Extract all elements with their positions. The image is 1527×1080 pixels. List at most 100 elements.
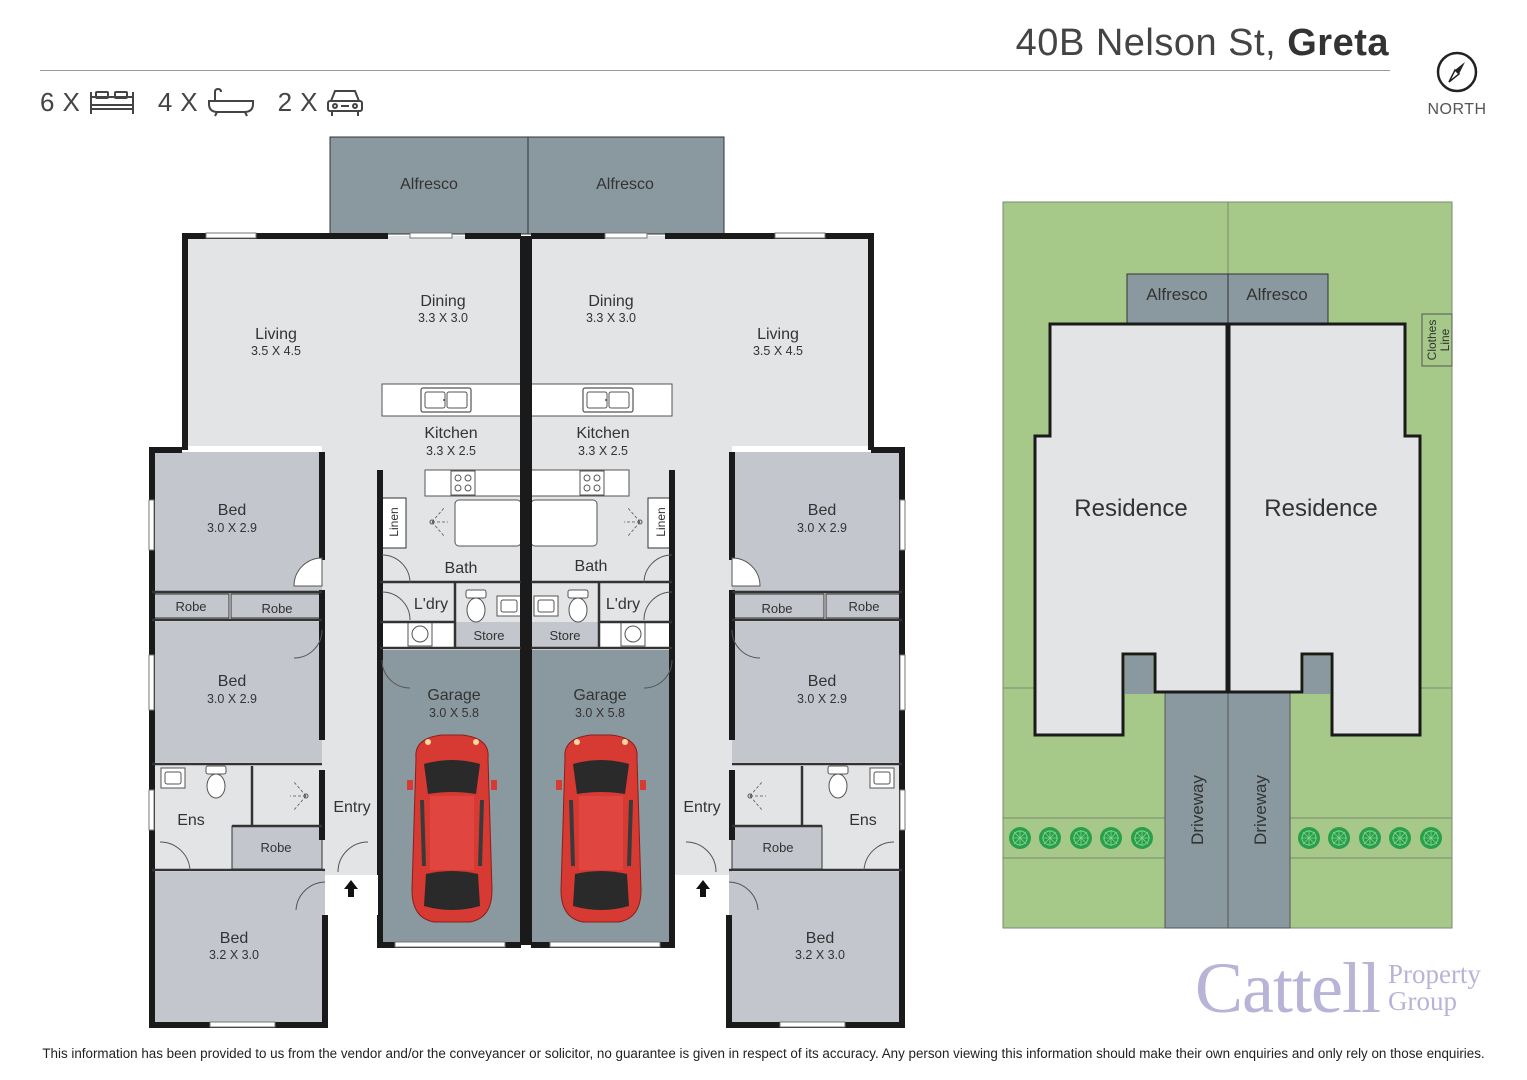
bed2-right-label: Bed [808,673,836,690]
ens-left-label: Ens [177,812,205,829]
header-divider [40,70,1390,71]
site-garage-notch-left [1125,656,1153,694]
bathtub-icon [207,87,254,117]
bathtub-left [454,499,522,547]
kitchen-right-label: Kitchen [576,425,629,442]
driveway-left-label: Driveway [1188,775,1207,845]
residence-right [1227,322,1422,737]
robe2-right-label: Robe [848,599,879,614]
tree-icon [1327,826,1351,850]
sink-left-icon [420,387,472,413]
ens-toilet-right-icon [827,765,849,799]
bathroom-count-value: 4 [157,86,173,117]
clothes-line-label-1: Clothes [1425,320,1439,361]
logo-sub-line-2: Group [1387,986,1457,1016]
north-label: NORTH [1427,101,1487,118]
car-left-icon [406,734,498,923]
tree-icon [1419,826,1443,850]
door-swings [159,554,895,911]
north-compass: NORTH [1424,50,1490,119]
alfresco-left [329,136,529,235]
site-garage-notch-right [1304,656,1330,694]
tree-icon [1358,826,1382,850]
windows [148,232,906,1028]
toilet-left-icon [465,589,487,623]
car-count-value: 2 [277,86,293,117]
bed2-left-dims: 3.0 X 2.9 [207,692,257,706]
bed-icon [89,91,134,114]
hall-right [672,440,732,875]
dining-right-label: Dining [588,293,633,310]
bed1-right-label: Bed [808,502,836,519]
bedroom-count-value: 6 [40,86,55,117]
alfresco-right-label: Alfresco [596,176,654,193]
laundry-right-label: L'dry [606,596,640,613]
floor-plan-diagram: Alfresco Alfresco Living 3.5 X 4.5 Dinin… [148,136,1453,1028]
ens-basin-right-icon [869,767,895,789]
garage-right-dims: 3.0 X 5.8 [575,706,625,720]
garage-right-label: Garage [573,687,626,704]
robe3-right-label: Robe [762,840,793,855]
living-right-dims: 3.5 X 4.5 [753,344,803,358]
toilet-right-icon [567,589,589,623]
kitchen-right-dims: 3.3 X 2.5 [578,444,628,458]
bath-left-label: Bath [445,560,478,577]
robe3-left [231,825,323,870]
car-count-x: X [300,86,318,117]
linen-right-label: Linen [654,507,668,536]
driveway-left [1164,692,1229,929]
tree-icon [1297,826,1321,850]
cooktop-left-icon [450,470,476,496]
entry-right-label: Entry [683,799,720,816]
entry-arrow-right-icon [696,880,710,897]
linen-left [381,497,407,549]
address-suburb: Greta [1287,22,1389,64]
bed3-right-dims: 3.2 X 3.0 [795,948,845,962]
logo-sub-text: Property Group [1388,961,1481,1015]
robe1-left-label: Robe [175,599,206,614]
living-right-label: Living [757,326,799,343]
interior-walls [152,580,902,872]
residence-left [1033,322,1229,737]
bed1-left-dims: 3.0 X 2.9 [207,521,257,535]
tree-icon [1099,826,1123,850]
bed2-right-dims: 3.0 X 2.9 [797,692,847,706]
linen-left-label: Linen [387,507,401,536]
store-right [531,622,599,648]
logo-sub-line-1: Property [1387,959,1481,989]
site-alfresco-right [1227,273,1329,325]
tree-icon [1130,826,1154,850]
hall-left [322,440,382,875]
disclaimer-text: This information has been provided to us… [42,1046,1485,1061]
garage-left-label: Garage [427,687,480,704]
property-address: 40B Nelson St, Greta [1016,22,1389,65]
kitchen-left-dims: 3.3 X 2.5 [426,444,476,458]
logo-main-text: Cattell [1195,948,1381,1028]
bed1-right [732,452,902,592]
tree-icon [1069,826,1093,850]
dining-left-label: Dining [420,293,465,310]
laundry-left-label: L'dry [414,596,448,613]
site-alfresco-right-label: Alfresco [1246,285,1307,304]
linen-right [647,497,673,549]
car-right-icon [555,734,647,923]
bed3-left [152,872,325,1025]
residence-left-label: Residence [1074,495,1187,522]
bedroom-count: 6 X [40,87,136,118]
dining-right-dims: 3.3 X 3.0 [586,311,636,325]
ens-basin-left-icon [160,767,186,789]
clothes-line-label-2: Line [1438,328,1452,351]
tree-icon [1388,826,1412,850]
robe2-left-label: Robe [261,601,292,616]
site-alfresco-left-label: Alfresco [1146,285,1207,304]
robe1-left [151,593,230,619]
robe3-left-label: Robe [260,840,291,855]
alfresco-left-label: Alfresco [400,176,458,193]
entry-arrow-left-icon [344,880,358,897]
compass-icon [1436,51,1478,93]
bed1-left [152,452,322,592]
bed2-right [732,622,902,762]
car-icon [327,90,364,116]
ens-toilet-left-icon [205,765,227,799]
bedroom-count-x: X [62,86,80,117]
